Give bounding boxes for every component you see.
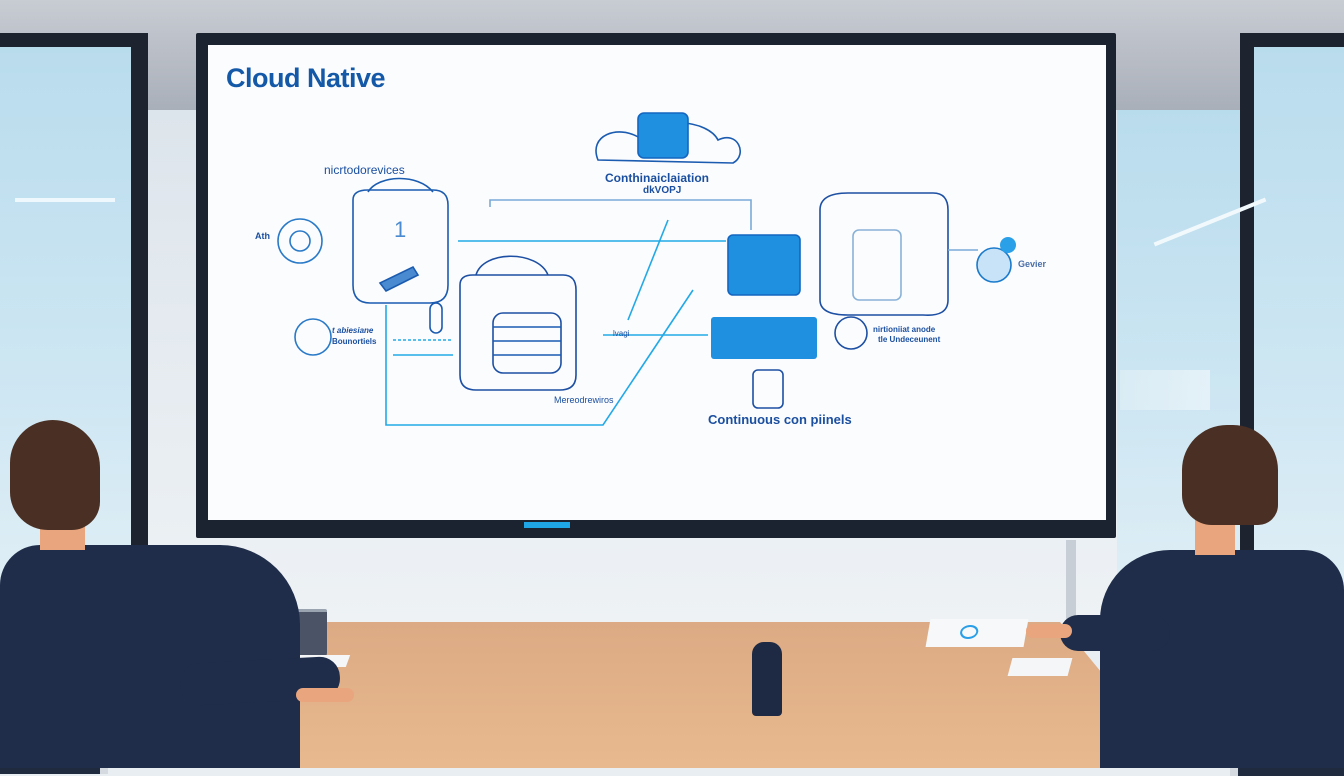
right-person-hand: [1026, 624, 1072, 638]
logo-icon: [958, 625, 980, 639]
label-ci: Conthinaiclaiation: [605, 171, 710, 185]
label-auth: Ath: [255, 231, 270, 241]
database-icon: [637, 112, 689, 159]
slide-title: Cloud Native: [226, 63, 386, 93]
label-monitoring: nirtioniiat anode: [873, 325, 936, 334]
database-stack-icon: [492, 312, 562, 374]
label-bridge: lvagi: [613, 329, 630, 338]
label-pipelines: Continuous con piinels: [708, 412, 852, 427]
right-person-head: [1182, 425, 1278, 525]
label-components-2: Bounortiels: [332, 337, 377, 346]
phone-stand: [752, 642, 782, 716]
server-container: [819, 192, 949, 317]
label-server: Gevier: [1018, 259, 1047, 269]
microservice-container-central: [459, 274, 577, 391]
left-person-body: [0, 545, 300, 768]
component-icon: [294, 318, 332, 356]
monitoring-icon: [834, 316, 868, 350]
label-monitoring-2: tle Undeceunent: [878, 335, 941, 344]
display-screen: 1: [208, 45, 1106, 520]
gear-icon: [277, 218, 323, 264]
microservice-container: [352, 189, 449, 304]
globe-icon: [976, 247, 1012, 283]
label-devops: dkVOPJ: [643, 185, 682, 196]
left-person-hand: [296, 688, 354, 702]
svg-text:1: 1: [394, 217, 406, 242]
display-stand: [1066, 540, 1076, 625]
label-microservices: nicrtodorevices: [324, 163, 405, 177]
right-person-arm: [1060, 615, 1170, 651]
wrench-icon: [378, 265, 420, 293]
paper-sheet-right: [1007, 658, 1073, 676]
right-person-body: [1100, 550, 1344, 768]
document-with-logo: [925, 619, 1029, 647]
architecture-diagram: 1: [277, 112, 1016, 426]
city-skyline: [1120, 370, 1210, 410]
label-components: t abiesiane: [332, 326, 374, 335]
pipeline-storage-icon: [752, 369, 784, 409]
pipeline-panel: [711, 317, 817, 359]
dashboard-icon: [727, 234, 801, 296]
left-window-light-streak: [15, 198, 115, 202]
coffee-cup: [297, 609, 327, 658]
display-indicator-light: [524, 522, 570, 528]
label-microservices-bottom: Mereodrewiros: [554, 395, 614, 405]
left-person-head: [10, 420, 100, 530]
right-window-glass: [1254, 47, 1344, 633]
